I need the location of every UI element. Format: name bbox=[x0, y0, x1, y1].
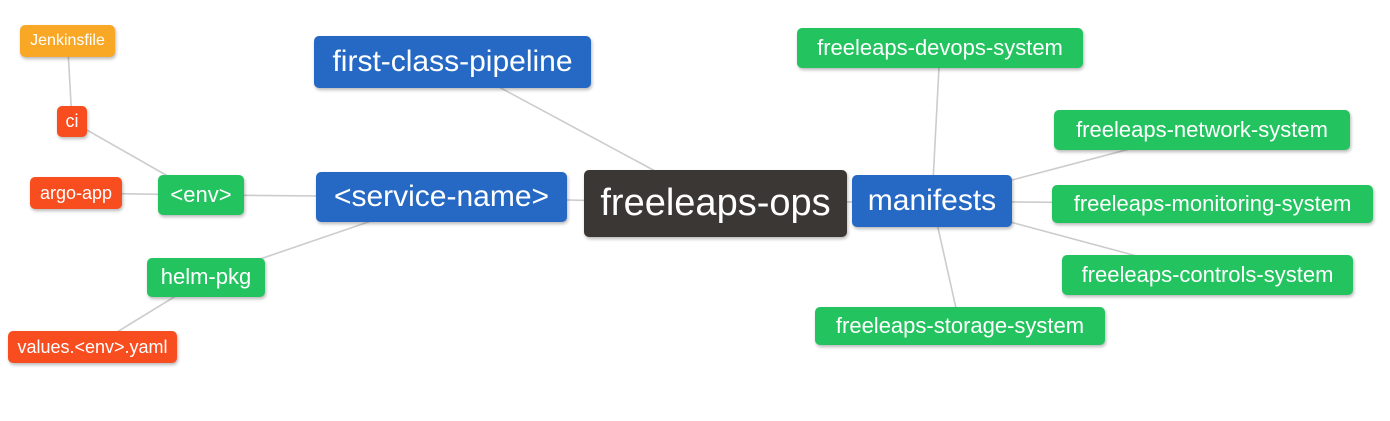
node-values-env-yaml[interactable]: values.<env>.yaml bbox=[8, 331, 177, 363]
node-label-ci: ci bbox=[65, 111, 79, 131]
node-label-freeleaps-ops: freeleaps-ops bbox=[600, 182, 831, 224]
node-freeleaps-ops[interactable]: freeleaps-ops bbox=[584, 170, 847, 237]
node-freeleaps-monitoring-system[interactable]: freeleaps-monitoring-system bbox=[1052, 185, 1373, 223]
node-label-first-class-pipeline: first-class-pipeline bbox=[332, 44, 573, 78]
node-freeleaps-storage-system[interactable]: freeleaps-storage-system bbox=[815, 307, 1105, 345]
node-label-freeleaps-network-system: freeleaps-network-system bbox=[1076, 116, 1328, 142]
node-env[interactable]: <env> bbox=[158, 175, 244, 215]
node-label-freeleaps-controls-system: freeleaps-controls-system bbox=[1081, 261, 1334, 287]
node-service-name[interactable]: <service-name> bbox=[316, 172, 567, 222]
node-label-values-env-yaml: values.<env>.yaml bbox=[17, 336, 168, 357]
node-label-manifests: manifests bbox=[867, 183, 997, 217]
node-label-env: <env> bbox=[170, 181, 232, 207]
node-label-argo-app: argo-app bbox=[39, 182, 113, 203]
node-freeleaps-controls-system[interactable]: freeleaps-controls-system bbox=[1062, 255, 1353, 295]
node-label-freeleaps-devops-system: freeleaps-devops-system bbox=[817, 34, 1063, 60]
node-freeleaps-network-system[interactable]: freeleaps-network-system bbox=[1054, 110, 1350, 150]
node-manifests[interactable]: manifests bbox=[852, 175, 1012, 227]
node-label-freeleaps-monitoring-system: freeleaps-monitoring-system bbox=[1073, 190, 1352, 216]
node-helm-pkg[interactable]: helm-pkg bbox=[147, 258, 265, 297]
node-label-jenkinsfile: Jenkinsfile bbox=[30, 31, 105, 49]
node-freeleaps-devops-system[interactable]: freeleaps-devops-system bbox=[797, 28, 1083, 68]
node-ci[interactable]: ci bbox=[57, 106, 87, 137]
node-label-freeleaps-storage-system: freeleaps-storage-system bbox=[835, 312, 1085, 338]
node-label-helm-pkg: helm-pkg bbox=[160, 264, 252, 289]
node-jenkinsfile[interactable]: Jenkinsfile bbox=[20, 25, 115, 57]
node-first-class-pipeline[interactable]: first-class-pipeline bbox=[314, 36, 591, 88]
node-argo-app[interactable]: argo-app bbox=[30, 177, 122, 209]
node-label-service-name: <service-name> bbox=[333, 179, 550, 213]
